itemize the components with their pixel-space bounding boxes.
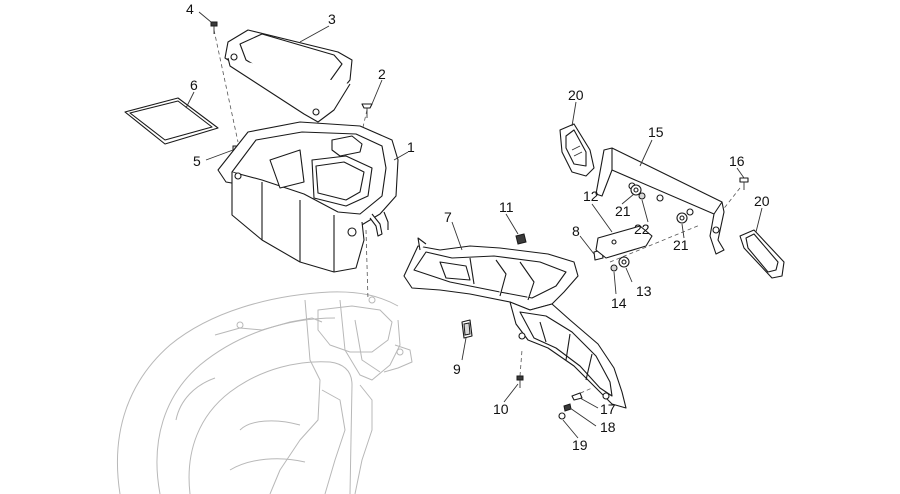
helmet-compartment-part-1 <box>217 121 399 273</box>
grommet-part-21-right <box>676 212 688 224</box>
callout-9: 9 <box>453 361 461 377</box>
callout-18: 18 <box>600 419 616 435</box>
callout-8: 8 <box>572 223 580 239</box>
grommet-part-21-left <box>630 184 642 196</box>
callout-3: 3 <box>328 11 336 27</box>
callout-4: 4 <box>186 1 194 17</box>
reflector-part-12 <box>595 225 653 259</box>
callout-12: 12 <box>583 188 599 204</box>
callout-20-right: 20 <box>754 193 770 209</box>
callout-17: 17 <box>600 401 616 417</box>
callout-10: 10 <box>493 401 509 417</box>
fastener-part-18 <box>563 403 572 412</box>
rear-fender-extension <box>509 301 627 409</box>
storage-lid-part-3 <box>224 29 353 123</box>
callout-21-left: 21 <box>615 203 631 219</box>
callout-11: 11 <box>499 199 514 215</box>
fastener-part-19 <box>558 412 566 420</box>
reflector-part-20-left <box>559 123 595 177</box>
grommet-part-22 <box>638 192 646 200</box>
callout-labels: 4 3 2 6 1 5 20 15 16 20 12 21 22 21 11 7… <box>186 1 770 453</box>
nut-part-14 <box>610 264 618 272</box>
callout-16: 16 <box>729 153 745 169</box>
fastener-part-17 <box>571 392 583 401</box>
license-bracket-part-15 <box>595 147 725 255</box>
label-plate-part-6 <box>124 97 219 145</box>
scooter-frame-outline <box>117 291 413 494</box>
clip-part-9 <box>461 319 473 339</box>
screw-part-10 <box>516 375 524 388</box>
washer-part-13 <box>618 256 630 268</box>
callout-14: 14 <box>611 295 627 311</box>
callout-5: 5 <box>193 153 201 169</box>
callout-22: 22 <box>634 221 650 237</box>
callout-13: 13 <box>636 283 652 299</box>
callout-leaders <box>185 11 763 439</box>
callout-20-left: 20 <box>568 87 584 103</box>
nut-part-11 <box>515 233 527 245</box>
screw-part-16 <box>739 177 749 190</box>
callout-15: 15 <box>648 124 664 140</box>
callout-19: 19 <box>572 437 588 453</box>
callout-1: 1 <box>407 139 415 155</box>
callout-21-right: 21 <box>673 237 689 253</box>
screw-part-2 <box>361 103 373 118</box>
reflector-part-20-right <box>739 229 785 279</box>
screw-part-4 <box>210 21 218 34</box>
callout-6: 6 <box>190 77 198 93</box>
callout-2: 2 <box>378 66 386 82</box>
callout-7: 7 <box>444 209 452 225</box>
rear-fender-part-7 <box>403 237 579 311</box>
